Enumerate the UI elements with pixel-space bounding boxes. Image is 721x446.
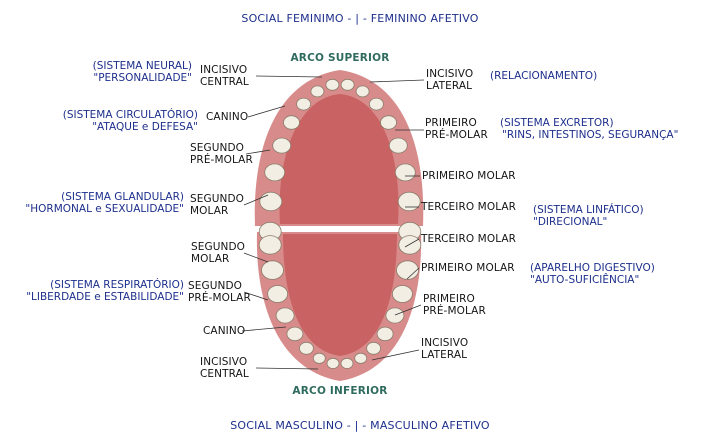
title-top: SOCIAL FEMINIMO - | - FEMININO AFETIVO [241, 12, 479, 25]
leader-lower-second-molar [243, 252, 269, 263]
lower-tooth-8 [326, 357, 340, 369]
lower-tooth-16 [398, 235, 422, 255]
lower-tooth-15 [396, 260, 419, 280]
arch-upper-label: ARCO SUPERIOR [290, 52, 390, 64]
label-lower-second-premolar: SEGUNDO PRÉ-MOLAR [188, 280, 251, 304]
lower-tooth-13 [385, 307, 405, 324]
upper-palate [279, 94, 399, 224]
arch-lower-label: ARCO INFERIOR [292, 385, 388, 397]
leader-lower-canine [241, 326, 287, 332]
label-lower-first-molar: PRIMEIRO MOLAR [421, 262, 515, 274]
upper-tooth-4 [272, 137, 292, 154]
leader-lower-third-molar [404, 238, 420, 248]
label-lower-incisor-central: INCISIVO CENTRAL [200, 356, 249, 380]
lower-tooth-11 [366, 341, 382, 355]
label-lower-canine: CANINO [203, 325, 246, 337]
leader-lower-first-premolar [394, 304, 422, 316]
lower-tooth-1 [258, 235, 282, 255]
system-digestive: (APARELHO DIGESTIVO) "AUTO-SUFICIÊNCIA" [530, 262, 655, 286]
label-upper-incisor-central: INCISIVO CENTRAL [200, 64, 249, 88]
system-excretory: (SISTEMA EXCRETOR) "RINS, INTESTINOS, SE… [500, 117, 679, 141]
lower-tooth-2 [261, 260, 284, 280]
lower-tooth-12 [376, 326, 394, 342]
lower-tongue-area [283, 234, 397, 356]
label-upper-incisor-lateral: INCISIVO LATERAL [426, 68, 474, 92]
leader-lower-second-premolar [243, 291, 269, 301]
upper-tooth-6 [296, 97, 312, 111]
label-lower-incisor-lateral: INCISIVO LATERAL [421, 337, 469, 361]
label-upper-first-molar: PRIMEIRO MOLAR [422, 170, 516, 182]
lower-tooth-6 [298, 341, 314, 355]
leader-upper-canine [247, 105, 286, 118]
upper-tooth-12 [380, 115, 397, 130]
leader-upper-incisor-lateral [369, 79, 425, 83]
label-lower-third-molar: TERCEIRO MOLAR [421, 233, 517, 245]
label-upper-canine: CANINO [206, 111, 249, 123]
leader-upper-second-premolar [245, 149, 271, 155]
label-upper-second-premolar: SEGUNDO PRÉ-MOLAR [190, 142, 253, 166]
lower-tooth-4 [275, 307, 295, 324]
system-glandular: (SISTEMA GLANDULAR) "HORMONAL e SEXUALID… [25, 191, 184, 215]
upper-tooth-15 [397, 191, 421, 212]
upper-tooth-8 [325, 78, 340, 91]
leader-upper-second-molar [243, 194, 269, 206]
upper-tooth-14 [394, 163, 416, 182]
upper-tooth-9 [340, 78, 355, 91]
leader-lower-incisor-lateral [371, 349, 420, 361]
upper-tooth-5 [283, 115, 300, 130]
lower-tooth-3 [267, 285, 289, 303]
upper-tooth-11 [368, 97, 384, 111]
label-lower-first-premolar: PRIMEIRO PRÉ-MOLAR [423, 293, 486, 317]
label-lower-second-molar: SEGUNDO MOLAR [191, 241, 246, 265]
system-lymphatic: (SISTEMA LINFÁTICO) "DIRECIONAL" [533, 204, 644, 228]
lower-tooth-10 [354, 352, 368, 364]
title-bottom: SOCIAL MASCULINO - | - MASCULINO AFETIVO [230, 419, 490, 432]
leader-lower-incisor-central [255, 367, 319, 370]
leader-upper-incisor-central [255, 75, 323, 78]
upper-tooth-2 [259, 191, 283, 212]
label-upper-third-molar: TERCEIRO MOLAR [421, 201, 517, 213]
system-circulatory: (SISTEMA CIRCULATÓRIO) "ATAQUE e DEFESA" [62, 109, 198, 133]
lower-tooth-7 [312, 352, 326, 364]
upper-tooth-3 [264, 163, 286, 182]
lower-tooth-9 [340, 357, 354, 369]
label-upper-second-molar: SEGUNDO MOLAR [190, 193, 245, 217]
label-upper-first-premolar: PRIMEIRO PRÉ-MOLAR [425, 117, 488, 141]
system-relationship: (RELACIONAMENTO) [490, 70, 598, 82]
leader-lower-first-molar [406, 267, 420, 280]
system-neural: (SISTEMA NEURAL) "PERSONALIDADE" [92, 60, 192, 84]
upper-tooth-10 [355, 85, 370, 98]
lower-tooth-5 [286, 326, 304, 342]
upper-tooth-7 [310, 85, 325, 98]
upper-tooth-13 [388, 137, 408, 154]
system-respiratory: (SISTEMA RESPIRATÓRIO) "LIBERDADE e ESTA… [26, 279, 184, 303]
lower-tooth-14 [391, 285, 413, 303]
